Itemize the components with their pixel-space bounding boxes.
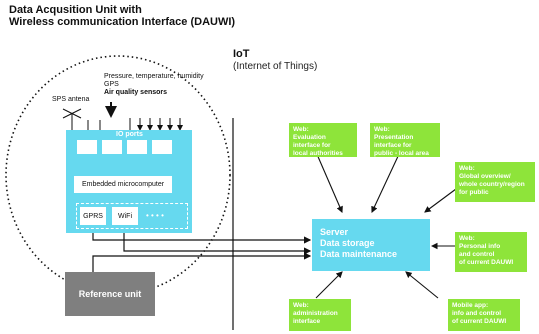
wifi-link	[123, 230, 312, 255]
microcomputer-box: Embedded microcomputer	[74, 176, 172, 193]
iot-title: IoT	[233, 48, 250, 60]
web-box-line: Web:	[293, 126, 309, 133]
web-arrows	[315, 151, 470, 299]
web-box-line: interface for	[293, 142, 331, 149]
web-box-line: Mobile app:	[452, 302, 489, 309]
reference-link	[92, 252, 312, 272]
web-box-line: interface for	[374, 142, 412, 149]
web-box-line: local authorities	[293, 150, 343, 157]
web-box-line: Presentation	[374, 134, 414, 141]
web-box-line: Web:	[459, 165, 475, 172]
web-presentation-box: Web: Presentation interface for public -…	[370, 123, 440, 157]
web-box-line: Global overview/	[459, 173, 511, 180]
sensor-label-3: Air quality sensors	[104, 89, 168, 96]
server-line-3: Data maintenance	[320, 249, 398, 259]
web-box-line: whole country/region	[459, 181, 525, 188]
web-box-line: Web:	[293, 302, 309, 309]
web-box-line: Evaluation	[293, 134, 326, 141]
gprs-box: GPRS	[80, 207, 106, 225]
web-box-line: public - local area	[374, 150, 429, 157]
web-personal-box: Web: Personal info and control of curren…	[455, 232, 527, 272]
io-slot	[127, 140, 147, 154]
server-box: Server Data storage Data maintenance	[312, 219, 430, 271]
diagram-title-line1: Data Acqusition Unit with	[9, 4, 142, 16]
io-slot	[102, 140, 122, 154]
server-line-1: Server	[320, 227, 349, 237]
diagram-title-line2: Wireless communication Interface (DAUWI)	[9, 16, 236, 28]
server-line-2: Data storage	[320, 238, 375, 248]
web-admin-box: Web: administration interface	[289, 299, 351, 331]
reference-unit: Reference unit	[65, 272, 155, 316]
web-box-line: info and control	[452, 310, 502, 317]
wifi-box: WiFi	[112, 207, 138, 225]
web-box-line: and control	[459, 251, 495, 258]
antenna-icon	[62, 108, 82, 130]
sensor-label-1: Pressure, temperature, humidity	[104, 73, 204, 80]
comm-group	[76, 203, 188, 229]
web-box-line: of current DAUWI	[459, 259, 514, 266]
sensor-label-2: GPS	[104, 81, 119, 88]
more-dots: • • • •	[146, 211, 164, 220]
web-box-line: for public	[459, 189, 489, 196]
web-box-line: Web:	[459, 235, 475, 242]
io-slot	[152, 140, 172, 154]
web-global-box: Web: Global overview/ whole country/regi…	[455, 162, 535, 202]
web-evaluation-box: Web: Evaluation interface for local auth…	[289, 123, 357, 157]
sps-antenna-label: SPS antena	[52, 96, 90, 103]
web-box-line: Personal info	[459, 243, 501, 250]
mobile-app-box: Mobile app: info and control of current …	[448, 299, 520, 331]
web-box-line: of current DAUWI	[452, 318, 507, 325]
gprs-link	[92, 230, 312, 244]
sensor-small-arrows	[129, 118, 183, 131]
web-box-line: administration	[293, 310, 338, 317]
io-ports-label: IO ports	[116, 131, 143, 138]
io-slot	[77, 140, 97, 154]
iot-subtitle: (Internet of Things)	[233, 61, 318, 72]
web-box-line: interface	[293, 318, 321, 325]
web-box-line: Web:	[374, 126, 390, 133]
